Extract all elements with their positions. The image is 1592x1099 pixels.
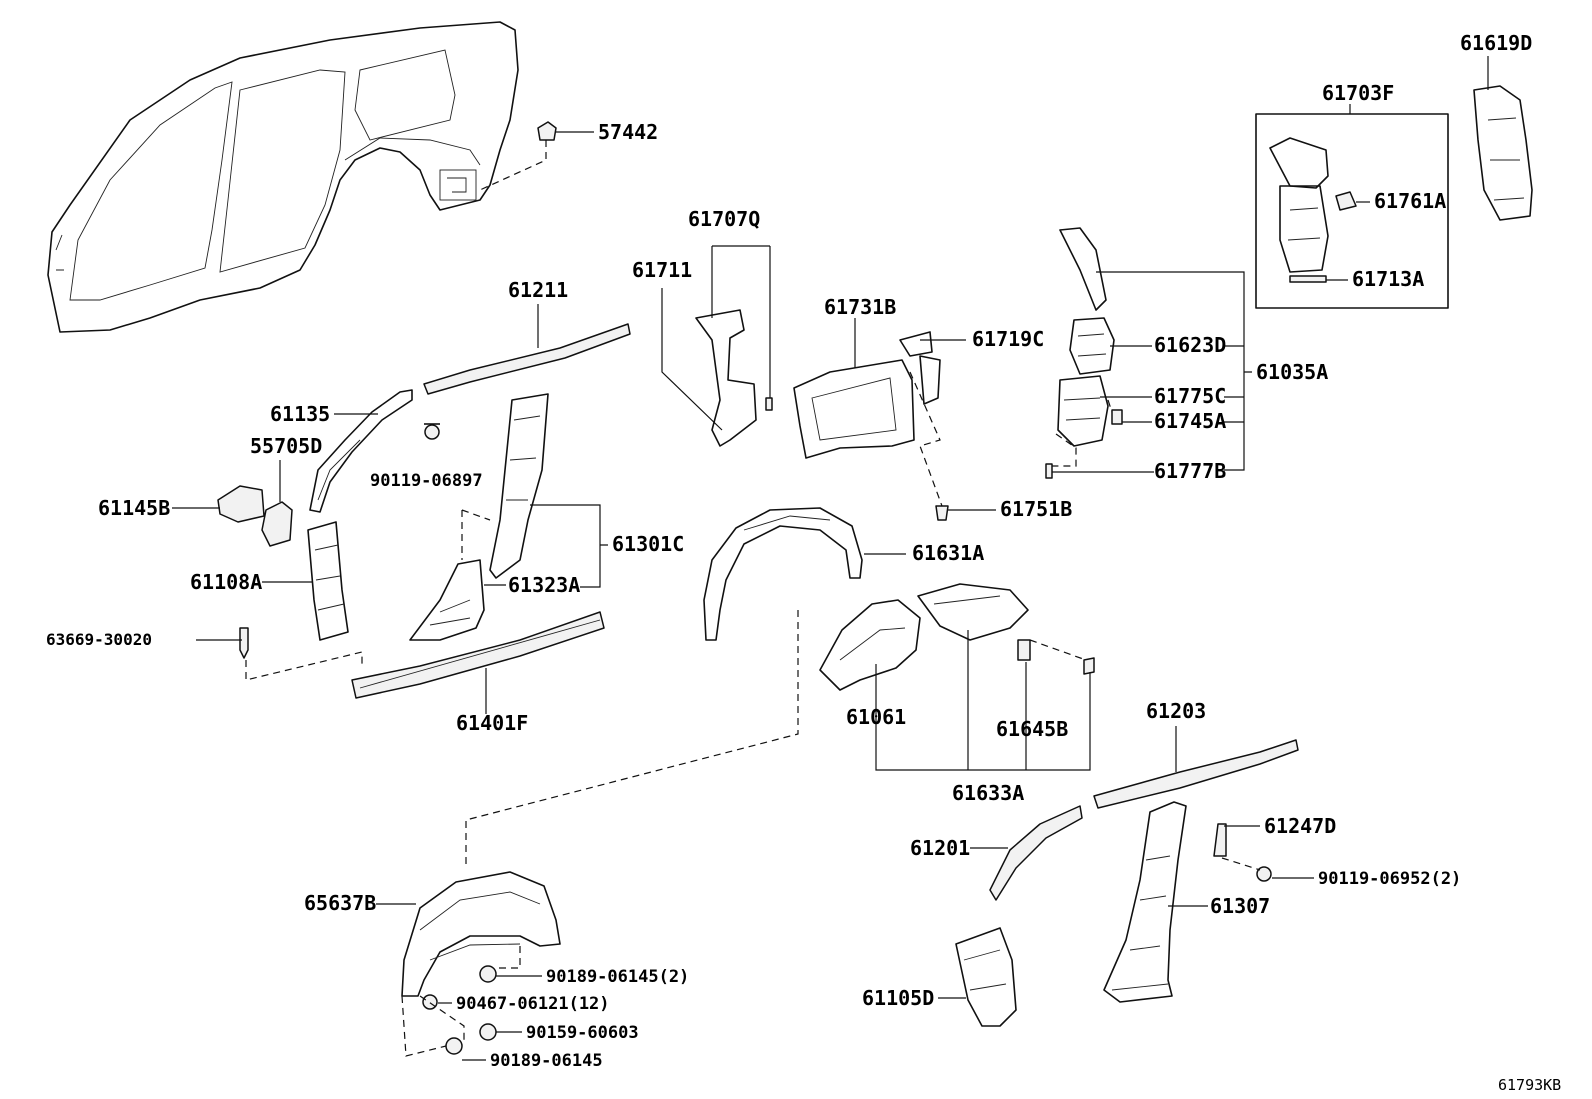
label-61201: 61201 [910, 836, 970, 860]
part-61211-roof-rail [423, 323, 631, 395]
label-57442: 57442 [598, 120, 658, 144]
part-61645B-bracket [1017, 639, 1095, 675]
label-61035A: 61035A [1256, 360, 1328, 384]
label-61323A: 61323A [508, 573, 580, 597]
callout-labels: 57442 61707Q 61711 61211 61731B 61719C 6… [46, 31, 1561, 1094]
label-61105D: 61105D [862, 986, 934, 1010]
label-90119-06952: 90119-06952(2) [1318, 869, 1461, 889]
label-90189-06145-2: 90189-06145(2) [546, 967, 689, 987]
part-63669-30020-clip [239, 627, 249, 659]
label-61301C: 61301C [612, 532, 684, 556]
fastener-90467-06121 [422, 994, 438, 1010]
part-61061-panel [819, 599, 921, 691]
part-61703F-group [1255, 113, 1449, 309]
fastener-90159-60603 [479, 1023, 497, 1041]
label-61401F: 61401F [456, 711, 528, 735]
part-61323A-pillar-lower [409, 559, 485, 641]
label-61731B: 61731B [824, 295, 896, 319]
part-61108A-pillar-lower [307, 521, 349, 641]
label-61761A: 61761A [1374, 189, 1446, 213]
part-61707Q-quarter-pillar [695, 309, 773, 447]
part-65637B-liner [401, 871, 561, 997]
label-61703F: 61703F [1322, 81, 1394, 105]
part-61731B-door-frame [793, 331, 941, 459]
part-61035A-group [1045, 227, 1123, 479]
fastener-90189-06145 [445, 1037, 463, 1055]
leader-lines [172, 56, 1489, 1061]
label-61623D: 61623D [1154, 333, 1226, 357]
label-90189-06145: 90189-06145 [490, 1051, 603, 1071]
label-61645B: 61645B [996, 717, 1068, 741]
label-61135: 61135 [270, 402, 330, 426]
part-61619D-panel [1473, 85, 1533, 221]
part-61751B-clip [935, 505, 949, 521]
label-61711: 61711 [632, 258, 692, 282]
part-61201-pillar [989, 805, 1083, 901]
label-61108A: 61108A [190, 570, 262, 594]
part-90119-06897-bolt [424, 423, 440, 440]
part-61135-front-pillar [309, 389, 413, 513]
part-61401F-rocker [351, 611, 605, 699]
part-61633A-inner-panel [917, 583, 1029, 641]
label-61633A: 61633A [952, 781, 1024, 805]
label-65637B: 65637B [304, 891, 376, 915]
label-61713A: 61713A [1352, 267, 1424, 291]
label-90159-60603: 90159-60603 [526, 1023, 639, 1043]
part-61145B-bracket [217, 485, 265, 523]
part-61203-roof-rail-rear [1093, 739, 1299, 809]
part-61301C-center-pillar [489, 393, 549, 579]
label-61745A: 61745A [1154, 409, 1226, 433]
label-55705D: 55705D [250, 434, 322, 458]
diagram-id: 61793KB [1498, 1076, 1561, 1094]
label-61619D: 61619D [1460, 31, 1532, 55]
fastener-90189-06145-2 [479, 965, 497, 983]
label-61719C: 61719C [972, 327, 1044, 351]
label-61751B: 61751B [1000, 497, 1072, 521]
part-61631A-wheelhouse [703, 507, 863, 641]
dashed-guides [245, 140, 1261, 1057]
label-63669-30020: 63669-30020 [46, 630, 152, 649]
side-outer-panel [47, 21, 519, 333]
part-57442-clip [537, 121, 557, 141]
part-61307-center-pillar [1103, 801, 1187, 1003]
label-61247D: 61247D [1264, 814, 1336, 838]
part-61105D-pillar-lower [955, 927, 1017, 1027]
label-61145B: 61145B [98, 496, 170, 520]
label-90467-06121: 90467-06121(12) [456, 994, 610, 1014]
part-61247D-bracket [1213, 823, 1227, 857]
label-90119-06897: 90119-06897 [370, 471, 483, 491]
part-55705D-bracket [261, 501, 293, 547]
label-61631A: 61631A [912, 541, 984, 565]
part-90119-06952-bolt [1256, 866, 1272, 882]
label-61307: 61307 [1210, 894, 1270, 918]
label-61707Q: 61707Q [688, 207, 760, 231]
label-61777B: 61777B [1154, 459, 1226, 483]
label-61211: 61211 [508, 278, 568, 302]
label-61061: 61061 [846, 705, 906, 729]
label-61775C: 61775C [1154, 384, 1226, 408]
label-61203: 61203 [1146, 699, 1206, 723]
